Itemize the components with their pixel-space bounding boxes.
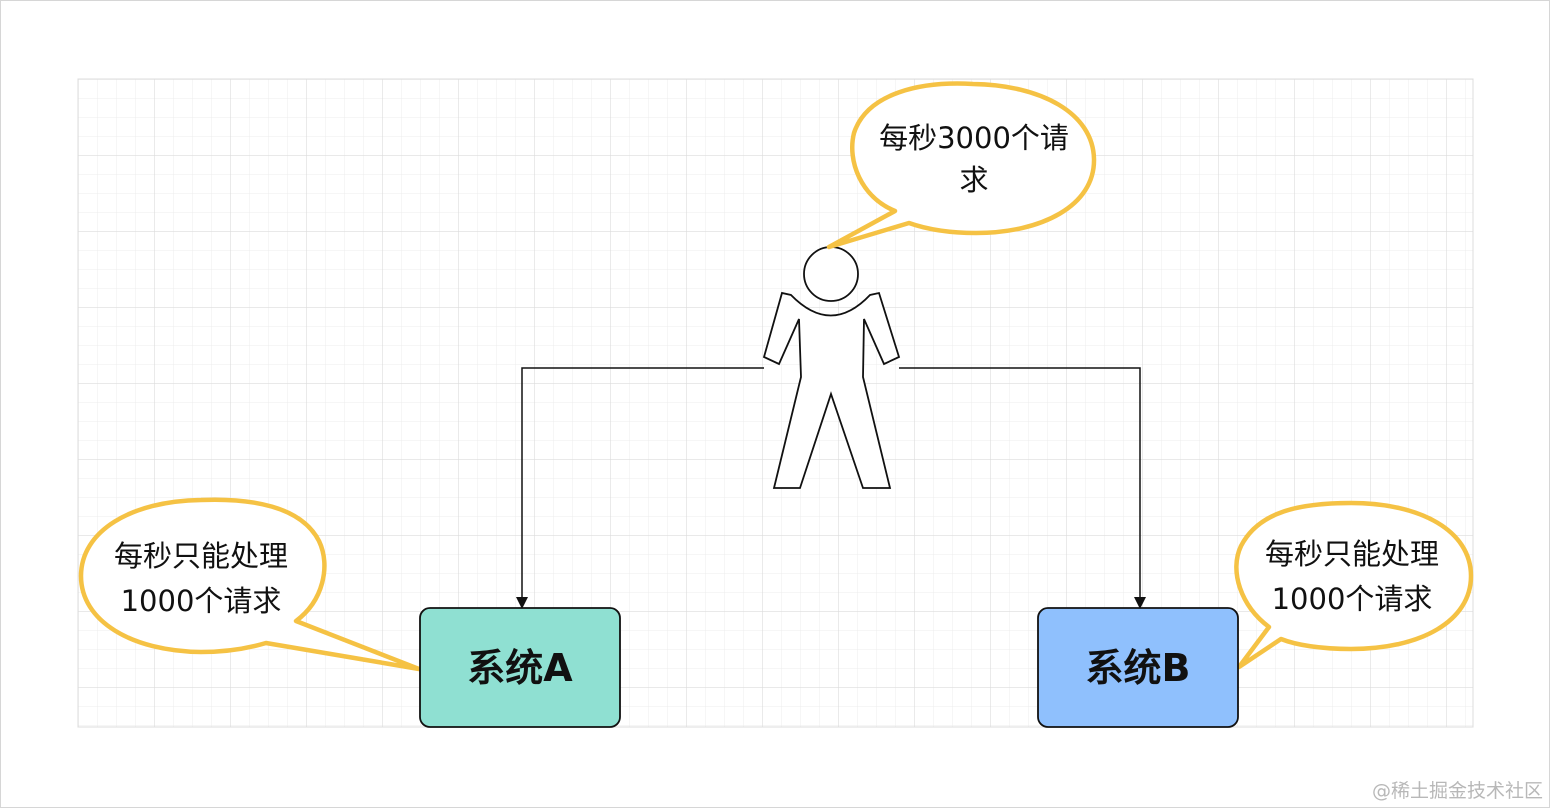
bubble-left-line2: 1000个请求 <box>121 584 282 618</box>
system-a-label: 系统A <box>467 646 573 690</box>
bubble-right-line1: 每秒只能处理 <box>1265 537 1439 571</box>
connector-to-system-b <box>899 367 1141 599</box>
watermark: @稀土掘金技术社区 <box>1371 780 1543 802</box>
connector-to-system-a <box>521 367 764 599</box>
bubble-left-line1: 每秒只能处理 <box>114 539 288 573</box>
system-b-box: 系统B <box>1037 607 1239 728</box>
speech-bubble-top: 每秒3000个请 求 <box>826 81 1097 250</box>
grid-background <box>77 78 1474 728</box>
person-icon <box>762 246 901 489</box>
speech-bubble-left: 每秒只能处理 1000个请求 <box>78 497 422 672</box>
bubble-top-line2: 求 <box>959 163 988 197</box>
arrowhead-system-a <box>516 597 528 609</box>
arrowhead-system-b <box>1134 597 1146 609</box>
system-b-label: 系统B <box>1086 646 1191 690</box>
system-a-box: 系统A <box>419 607 621 728</box>
bubble-right-line2: 1000个请求 <box>1272 582 1433 616</box>
speech-bubble-right: 每秒只能处理 1000个请求 <box>1234 500 1474 670</box>
bubble-top-line1: 每秒3000个请 <box>879 121 1069 155</box>
